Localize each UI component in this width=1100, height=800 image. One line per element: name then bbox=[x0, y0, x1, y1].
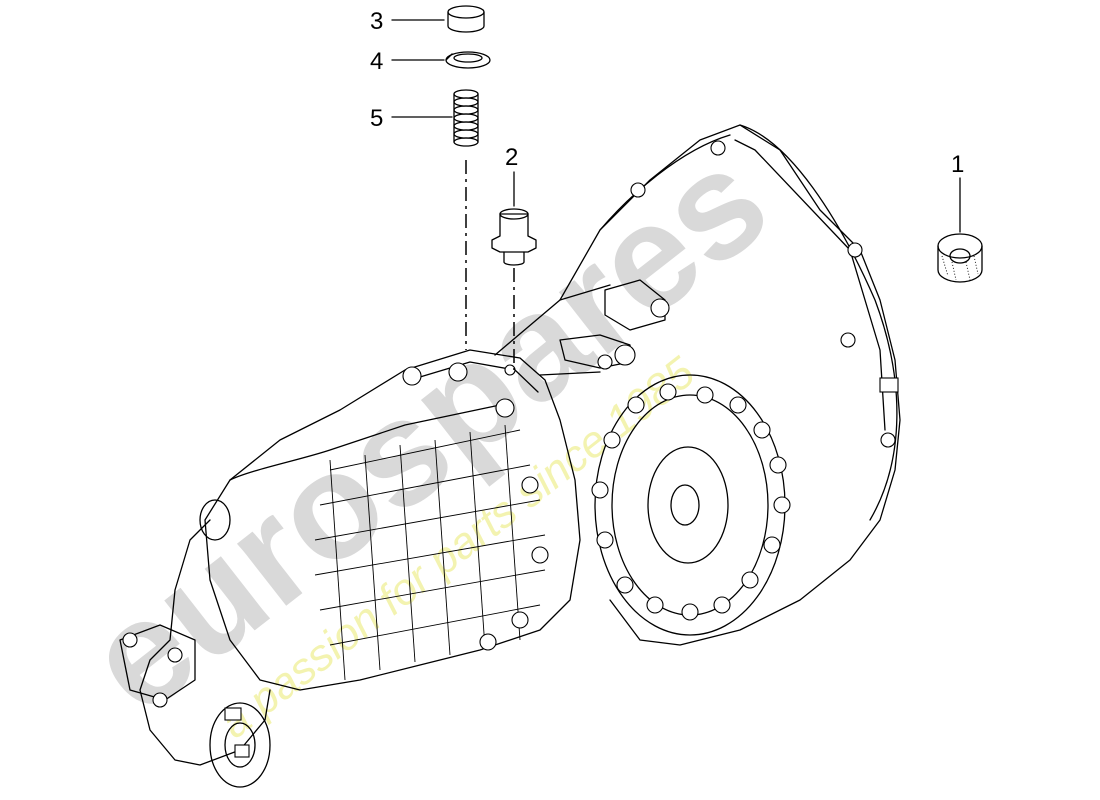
watermark-brand: eurospares bbox=[56, 115, 797, 745]
callout-5: 5 bbox=[370, 105, 383, 132]
callout-4: 4 bbox=[370, 48, 383, 75]
part-2-plug bbox=[491, 208, 537, 266]
bell-housing bbox=[559, 124, 901, 646]
output-flange bbox=[209, 702, 271, 788]
flange-bolts bbox=[591, 383, 791, 621]
gearbox-case bbox=[204, 349, 581, 691]
transmission-assembly bbox=[119, 124, 901, 788]
callout-2: 2 bbox=[505, 144, 518, 171]
callout-3: 3 bbox=[370, 8, 383, 35]
part-1-bushing bbox=[937, 233, 983, 283]
shift-linkage bbox=[604, 279, 666, 331]
watermark: eurospares a passion for parts since 198… bbox=[56, 115, 797, 748]
part-4-circlip bbox=[445, 51, 491, 69]
input-shaft bbox=[670, 484, 700, 526]
case-ribbing bbox=[314, 424, 546, 681]
callout-1: 1 bbox=[951, 151, 964, 178]
part-5-spring bbox=[453, 89, 479, 147]
part-3-cap bbox=[447, 5, 485, 33]
